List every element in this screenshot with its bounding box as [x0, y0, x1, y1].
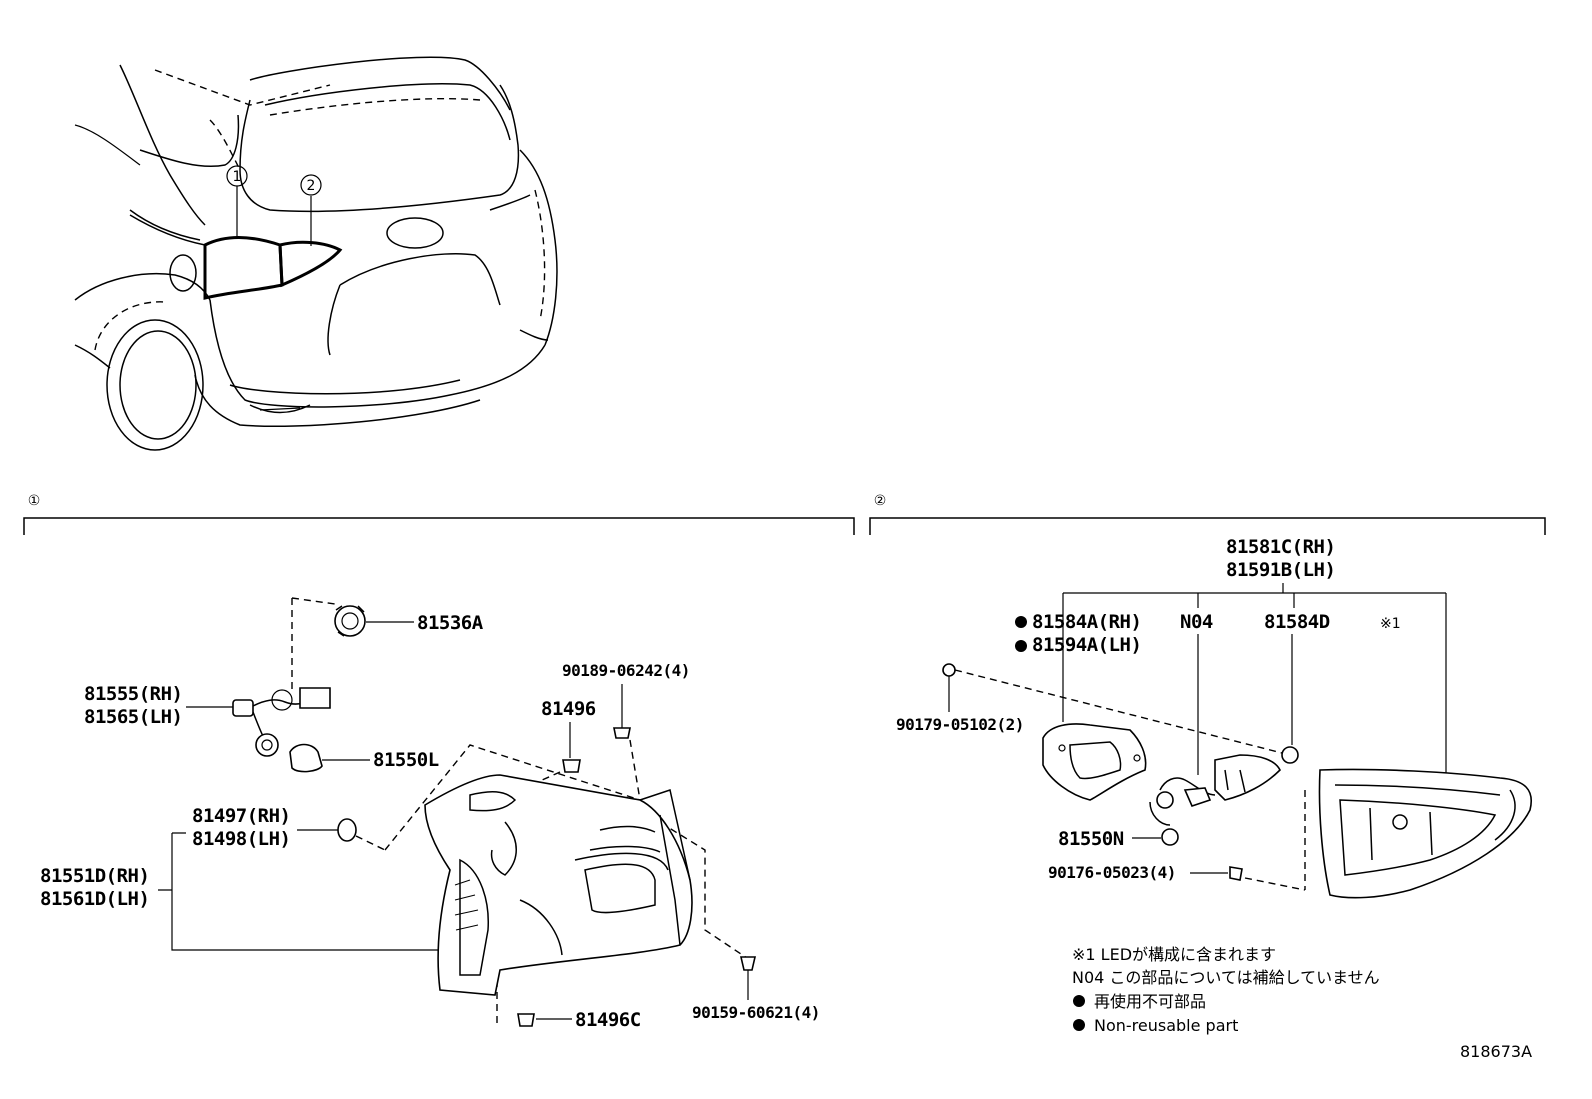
clip-81496 — [562, 759, 581, 773]
label-81584D: 81584D — [1264, 611, 1330, 633]
bulb-81550N — [1161, 828, 1179, 846]
label-81565: 81565(LH) — [84, 706, 182, 728]
section-2: ② 81581C(RH) 81591B(LH) 81584A(RH) 81594… — [869, 493, 1546, 1061]
clip-90189 — [613, 727, 631, 739]
label-81551D: 81551D(RH) — [40, 865, 149, 887]
screw-90179 — [942, 663, 956, 677]
label-81561D: 81561D(LH) — [40, 888, 149, 910]
socket-81536A — [334, 605, 366, 637]
legend-bullet-en — [1073, 1019, 1085, 1031]
section-1-marker: ① — [28, 493, 41, 509]
bulb-81550L — [289, 743, 323, 773]
overview-callout-2: 2 — [307, 178, 316, 194]
label-90189-06242: 90189-06242(4) — [562, 661, 690, 680]
vehicle-overview-illustration: 1 2 — [74, 56, 558, 451]
label-81591B: 81591B(LH) — [1226, 559, 1335, 581]
note-n04: N04 この部品については補給していません — [1072, 968, 1380, 987]
label-81550L: 81550L — [373, 749, 439, 771]
note-nonreusable-en: Non-reusable part — [1094, 1016, 1238, 1035]
section-1: ① 81536A 81555(RH) 81565(LH) — [23, 493, 855, 1031]
label-note1-mark: ※1 — [1380, 616, 1401, 632]
grommet-81497 — [337, 818, 357, 842]
socket-wire-81555 — [232, 687, 331, 757]
label-81555: 81555(RH) — [84, 683, 182, 705]
label-81498: 81498(LH) — [192, 828, 290, 850]
socket-wiring-N04 — [1149, 754, 1281, 826]
label-81496C: 81496C — [575, 1009, 641, 1031]
note-nonreusable-jp: 再使用不可部品 — [1094, 992, 1206, 1011]
note-led: ※1 LEDが構成に含まれます — [1072, 945, 1276, 964]
clip-81496C — [517, 1013, 535, 1027]
label-81594A: 81594A(LH) — [1032, 634, 1141, 656]
label-81584A: 81584A(RH) — [1032, 611, 1141, 633]
legend-notes: ※1 LEDが構成に含まれます N04 この部品については補給していません 再使… — [1072, 945, 1380, 1035]
legend-bullet-jp — [1073, 995, 1085, 1007]
label-81581C: 81581C(RH) — [1226, 536, 1335, 558]
rear-combination-lamp-81551D — [424, 774, 693, 996]
screw-90176 — [1229, 866, 1243, 881]
diagram-code: 818673A — [1460, 1042, 1532, 1061]
label-81497: 81497(RH) — [192, 805, 290, 827]
section-2-marker: ② — [874, 493, 887, 509]
screw-90159 — [739, 956, 757, 971]
inner-rear-lamp-81581C — [1318, 768, 1532, 899]
overview-callout-1: 1 — [233, 169, 242, 185]
label-81496: 81496 — [541, 698, 596, 720]
label-81536A: 81536A — [417, 612, 484, 634]
label-90179-05102: 90179-05102(2) — [896, 715, 1024, 734]
label-90176-05023: 90176-05023(4) — [1048, 863, 1176, 882]
gasket-81584A — [1042, 723, 1147, 801]
ring-81584D — [1281, 746, 1299, 764]
label-81550N: 81550N — [1058, 828, 1124, 850]
label-90159-60621: 90159-60621(4) — [692, 1003, 820, 1022]
label-N04: N04 — [1180, 611, 1213, 633]
nonreusable-bullet-81584A — [1015, 616, 1027, 628]
nonreusable-bullet-81594A — [1015, 640, 1027, 652]
